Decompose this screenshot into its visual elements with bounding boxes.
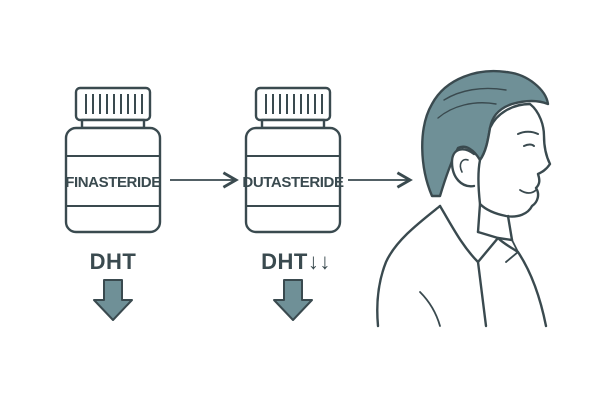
dutasteride-label: DUTASTERIDE [242, 174, 344, 191]
finasteride-label: FINASTERIDE [65, 174, 161, 191]
dht-label-dutasteride: DHT↓↓ [261, 249, 331, 274]
dht-label-finasteride: DHT [90, 249, 137, 274]
down-arrow-icon [273, 279, 313, 321]
man-profile-icon [376, 70, 552, 328]
dutasteride-bottle-icon [244, 86, 342, 234]
finasteride-bottle-icon [64, 86, 162, 234]
down-arrow-icon [93, 279, 133, 321]
